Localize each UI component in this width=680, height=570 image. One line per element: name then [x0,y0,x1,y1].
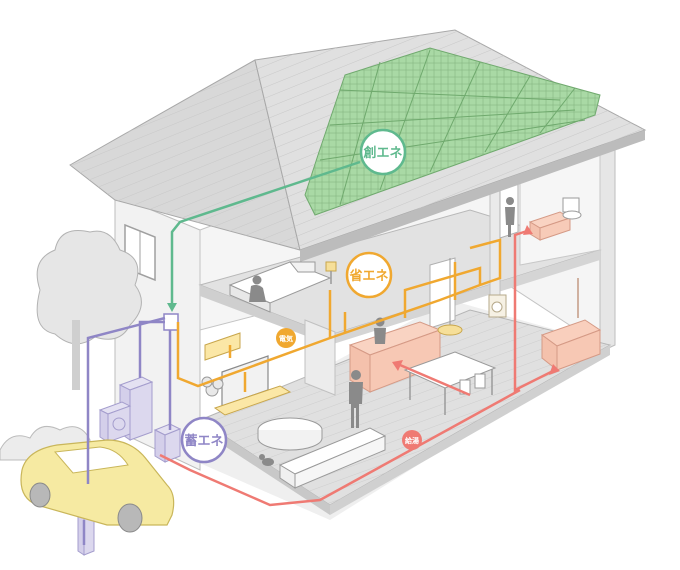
saving-label: 省エネ [347,253,391,297]
washing-machine-icon [489,295,506,317]
ground-door [430,258,455,328]
car-icon [21,440,174,532]
shelf-icon [205,333,240,360]
coffee-table-icon [258,418,322,450]
hot-water-label-text: 給湯 [405,436,419,445]
toilet-icon [563,198,581,219]
generation-label: 創エネ [361,130,405,174]
distribution-board-icon [164,314,178,330]
saving-label-text: 省エネ [348,268,388,284]
storage-label: 蓄エネ [182,418,226,462]
water-heater-icon [100,402,130,442]
hot-water-label: 給湯 [402,430,422,450]
right-wall [600,130,615,352]
power-conditioner-icon [155,424,180,462]
electricity-label-text: 電気 [279,334,293,343]
electricity-label: 電気 [276,328,296,348]
generation-label-text: 創エネ [362,145,402,161]
storage-label-text: 蓄エネ [184,433,223,449]
